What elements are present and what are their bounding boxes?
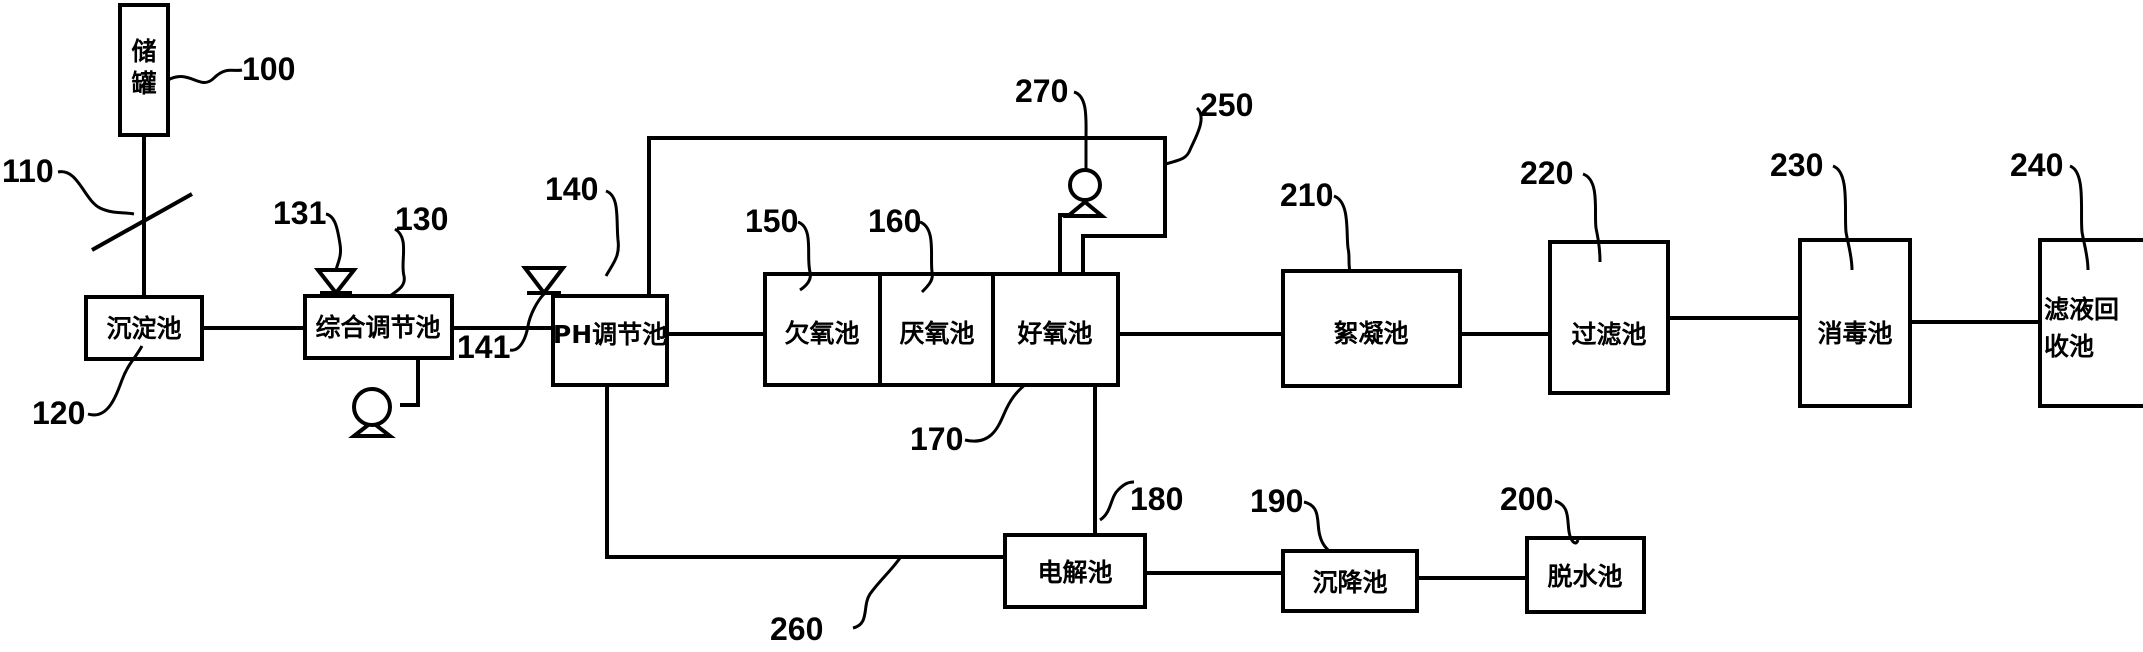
storage-tank-label-line2: 罐 (130, 69, 156, 98)
leader-160 (919, 220, 934, 294)
pump-270-icon (1062, 168, 1108, 218)
leader-120 (87, 345, 144, 417)
sedimentation-tank-box: 沉淀池 (84, 295, 204, 361)
ref-140: 140 (545, 171, 598, 207)
leader-140 (604, 189, 620, 277)
flocculation-tank-box: 絮凝池 (1281, 269, 1462, 388)
ref-250: 250 (1200, 87, 1253, 123)
ref-200: 200 (1500, 481, 1553, 517)
leader-200 (1554, 499, 1580, 545)
pipe-regulating-pump (400, 358, 420, 407)
ref-210: 210 (1280, 177, 1333, 213)
leader-lines (57, 68, 2090, 630)
level-sensor-131-icon (313, 268, 359, 297)
leader-270 (1073, 90, 1088, 170)
level-sensor-141-icon (520, 266, 568, 297)
ref-180: 180 (1130, 481, 1183, 517)
leader-250 (1165, 106, 1203, 166)
reference-numerals: 100 110 120 130 131 140 141 150 160 170 … (2, 51, 2063, 647)
leader-210 (1333, 194, 1352, 273)
leader-230 (1832, 164, 1854, 271)
leader-130 (389, 227, 406, 298)
disinfection-tank-label: 消毒池 (1817, 319, 1892, 348)
ref-230: 230 (1770, 147, 1823, 183)
pipe-recycle-loop (647, 136, 1167, 296)
ref-131: 131 (273, 195, 326, 231)
leader-141 (509, 292, 546, 352)
ph-tank-label: PH调节池 (553, 320, 667, 349)
disinfection-tank-box: 消毒池 (1798, 238, 1912, 408)
electrolysis-tank-box: 电解池 (1003, 533, 1147, 609)
settling-tank-label: 沉降池 (1312, 568, 1387, 597)
flocculation-tank-label: 絮凝池 (1333, 319, 1408, 348)
ref-160: 160 (868, 203, 921, 239)
leader-190 (1303, 500, 1332, 554)
ref-190: 190 (1250, 483, 1303, 519)
biological-tank-group: 欠氧池 厌氧池 好氧池 (763, 272, 1120, 387)
ref-240: 240 (2010, 147, 2063, 183)
storage-tank-label-line1: 储 (131, 37, 156, 66)
dewatering-tank-label: 脱水池 (1547, 562, 1622, 591)
leader-100 (167, 68, 243, 85)
electrolysis-tank-label: 电解池 (1037, 558, 1112, 587)
ref-260: 260 (770, 611, 823, 647)
leader-180 (1099, 480, 1135, 522)
storage-tank-box: 储 罐 (118, 3, 170, 137)
aerobic-tank-label: 好氧池 (1016, 319, 1092, 348)
pump-regulating-icon (348, 387, 396, 438)
ref-141: 141 (457, 329, 510, 365)
leader-110 (57, 170, 135, 216)
anaerobic-tank-label: 厌氧池 (899, 319, 974, 348)
leader-240 (2069, 164, 2090, 271)
filtrate-recovery-tank-box: 滤液回 收池 (2038, 238, 2143, 408)
ref-120: 120 (32, 395, 85, 431)
ref-150: 150 (745, 203, 798, 239)
filtrate-recovery-label-line1: 滤液回 (2044, 295, 2119, 324)
dewatering-tank-box: 脱水池 (1525, 536, 1646, 614)
ref-130: 130 (395, 201, 448, 237)
ph-tank-box: PH调节池 (551, 294, 669, 387)
filtrate-recovery-label-line2: 收池 (2044, 332, 2094, 361)
leader-170 (964, 382, 1027, 443)
leader-260 (852, 557, 902, 630)
settling-tank-box: 沉降池 (1281, 549, 1419, 613)
ref-220: 220 (1520, 155, 1573, 191)
leader-220 (1582, 172, 1602, 263)
valve-110-icon (91, 192, 193, 252)
sedimentation-tank-label: 沉淀池 (106, 314, 181, 343)
leader-150 (797, 220, 812, 292)
regulating-tank-box: 综合调节池 (303, 294, 454, 360)
leader-131 (325, 212, 342, 271)
filtration-tank-box: 过滤池 (1548, 240, 1670, 395)
filtration-tank-label: 过滤池 (1571, 320, 1646, 349)
regulating-tank-label: 综合调节池 (315, 313, 440, 342)
pipe-ph-to-electrolysis (605, 385, 1005, 559)
ref-110: 110 (2, 153, 54, 189)
ref-270: 270 (1015, 73, 1068, 109)
ref-100: 100 (242, 51, 295, 87)
anoxic-tank-label: 欠氧池 (784, 319, 859, 348)
ref-170: 170 (910, 421, 963, 457)
